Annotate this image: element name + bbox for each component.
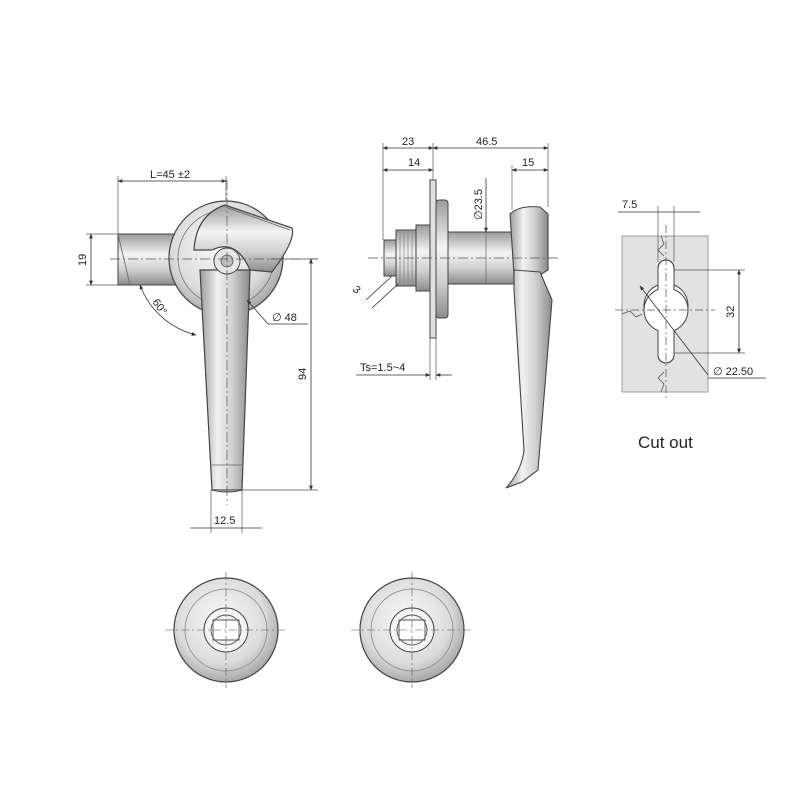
depth-46-5-label: 46.5 xyxy=(476,136,497,148)
dim-panel-thickness: Ts=1.5~4 xyxy=(356,338,452,380)
dim-length: L=45 ±2 xyxy=(117,169,227,234)
rosette-back-right xyxy=(351,572,473,688)
cutout-view: 7.5 32 ∅ 22.50 Cut out xyxy=(615,199,766,452)
slot-width-label: 7.5 xyxy=(622,199,637,211)
dim-handle-width: 12.5 xyxy=(190,490,262,533)
dim-front-top: 23 46.5 14 15 xyxy=(382,136,549,240)
total-height-label: 94 xyxy=(297,368,309,380)
cutout-diameter-label: ∅ 22.50 xyxy=(713,366,753,378)
handle-width-label: 12.5 xyxy=(214,515,235,527)
dim-height-19: 19 xyxy=(77,233,118,286)
gap-3-label: 3 xyxy=(350,284,363,297)
dim-gap-3: 3 xyxy=(350,275,399,309)
shaft-diameter-label: ∅23.5 xyxy=(473,189,485,220)
front-view: 23 46.5 14 15 ∅23.5 3 Ts=1.5~4 xyxy=(350,136,560,489)
handle xyxy=(193,204,294,493)
angle-label: 60° xyxy=(150,297,169,318)
dim-total-height: 94 xyxy=(242,258,318,491)
length-label: L=45 ±2 xyxy=(150,169,190,181)
dim-cutout-diameter: ∅ 22.50 xyxy=(639,285,766,379)
dim-slot-width: 7.5 xyxy=(618,199,700,262)
rosette-back-left xyxy=(165,572,287,688)
dim-rosette-diameter: ∅ 48 xyxy=(246,299,308,325)
panel-thickness-label: Ts=1.5~4 xyxy=(360,362,405,374)
side-view: L=45 ±2 19 60° ∅ 48 94 xyxy=(77,169,320,533)
depth-15-label: 15 xyxy=(522,157,534,169)
depth-23-label: 23 xyxy=(402,136,414,148)
slot-height-label: 32 xyxy=(725,306,737,318)
flange xyxy=(435,199,449,319)
handle-head xyxy=(509,206,549,276)
handle-lever xyxy=(505,269,553,489)
dim-slot-height: 32 xyxy=(674,269,745,354)
height-19-label: 19 xyxy=(77,254,89,266)
depth-14-label: 14 xyxy=(408,157,420,169)
dim-shaft-diameter: ∅23.5 xyxy=(473,178,488,233)
rosette-diameter-label: ∅ 48 xyxy=(272,312,297,324)
cutout-caption: Cut out xyxy=(638,433,693,452)
panel xyxy=(429,179,437,339)
